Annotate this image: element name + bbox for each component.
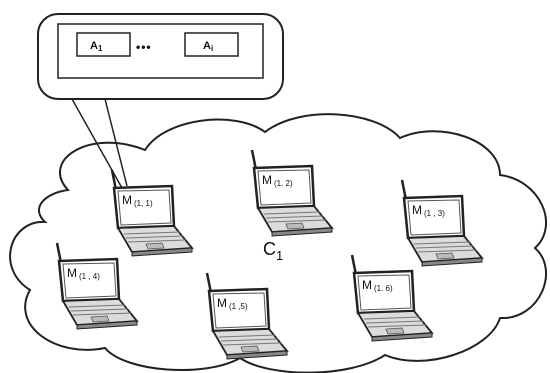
- agent-box-a1: A1: [76, 32, 131, 57]
- svg-text:Ai: Ai: [203, 40, 213, 53]
- agent-a1-sub-label: 1: [98, 44, 103, 53]
- device-sub-label: (1, 1): [134, 199, 153, 208]
- agent-ai-sub-label: i: [211, 44, 213, 53]
- device-sub-label: (1 , 3): [424, 209, 445, 218]
- svg-text:M(1 ,5): M(1 ,5): [217, 296, 248, 311]
- laptop-m-1-2: M(1. 2): [250, 148, 334, 238]
- svg-text:M(1 , 3): M(1 , 3): [412, 203, 445, 218]
- svg-text:M(1. 6): M(1. 6): [362, 278, 393, 293]
- callout-pointer-line: [104, 98, 128, 187]
- agent-ellipsis: •••: [136, 40, 152, 54]
- device-sub-label: (1. 2): [274, 179, 293, 188]
- device-main-label: M: [217, 296, 227, 310]
- agent-a1-main-label: A: [90, 40, 98, 52]
- laptop-m-1-5: M(1 ,5): [205, 271, 289, 361]
- cloud-label-main: C: [263, 239, 276, 259]
- svg-text:M(1, 1): M(1, 1): [122, 193, 153, 208]
- cloud-label: C1: [263, 239, 283, 263]
- laptop-m-1-3: M(1 , 3): [400, 178, 484, 268]
- svg-text:M(1. 2): M(1. 2): [262, 173, 293, 188]
- device-sub-label: (1 , 4): [79, 272, 100, 281]
- laptop-m-1-6: M(1. 6): [350, 253, 434, 343]
- laptop-m-1-4: M(1 , 4): [55, 241, 139, 331]
- agent-ai-main-label: A: [203, 40, 211, 52]
- cloud-label-sub: 1: [276, 248, 283, 263]
- device-main-label: M: [67, 266, 77, 280]
- device-sub-label: (1. 6): [374, 284, 393, 293]
- laptop-m-1-1: M(1, 1): [110, 168, 194, 258]
- device-main-label: M: [412, 203, 422, 217]
- svg-text:M(1 , 4): M(1 , 4): [67, 266, 100, 281]
- device-main-label: M: [122, 193, 132, 207]
- device-main-label: M: [362, 278, 372, 292]
- agent-box-ai: Ai: [184, 32, 239, 57]
- svg-text:A1: A1: [90, 40, 103, 53]
- device-main-label: M: [262, 173, 272, 187]
- device-sub-label: (1 ,5): [229, 302, 248, 311]
